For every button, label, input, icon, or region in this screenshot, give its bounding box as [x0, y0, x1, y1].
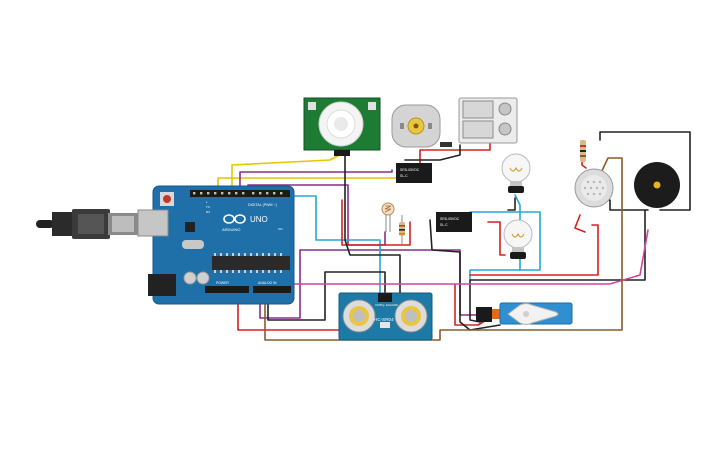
wire-red-2[interactable]: [341, 199, 411, 246]
buzzer-icon[interactable]: [634, 162, 680, 208]
ultrasonic-pin-gnd: GND: [392, 303, 398, 307]
resistor-mid[interactable]: [399, 215, 405, 244]
digital-header: [190, 190, 290, 197]
wire-purple-relay[interactable]: [239, 169, 393, 193]
power-jack: [148, 274, 176, 296]
servo-horn[interactable]: [507, 303, 559, 325]
photoresistor[interactable]: [381, 202, 395, 232]
resistor-top[interactable]: [580, 140, 586, 162]
bulb-icon: [503, 219, 533, 259]
tx-label: TX: [206, 205, 210, 209]
relay-2-text-1: SRD-05VDC: [440, 217, 460, 221]
relay-1-text-1: SRD-05VDC: [400, 168, 420, 172]
servo-motor[interactable]: [476, 302, 573, 325]
wire-red-4[interactable]: [487, 221, 506, 256]
ultrasonic-pin-vcc: VCC: [375, 303, 381, 307]
microphone-icon[interactable]: [574, 168, 614, 208]
wire-brown[interactable]: [264, 157, 623, 341]
ultrasonic-model: HC-SR04: [374, 317, 394, 322]
wire-red-5[interactable]: [469, 224, 599, 276]
arduino-board[interactable]: ARDUINO UNO DIGITAL (PWM ~) POWER ANALOG…: [137, 185, 295, 305]
wire-black-1[interactable]: [267, 271, 386, 321]
digital-label: DIGITAL (PWM ~): [248, 203, 277, 207]
dc-motor[interactable]: [391, 104, 441, 148]
relay-1[interactable]: SRD-05VDC SL-C: [396, 163, 432, 183]
ultrasonic-pin-trig: Trig: [380, 303, 385, 307]
bulb-icon: [501, 153, 531, 193]
wire-black-9[interactable]: [459, 284, 501, 331]
ultrasonic-pin-echo: Echo: [386, 303, 392, 307]
relay-2-text-2: SL-C: [440, 223, 448, 227]
atmega-chip: [212, 256, 290, 270]
wire-black-7[interactable]: [429, 219, 461, 284]
bulb-1[interactable]: [501, 153, 531, 193]
wire-red-3[interactable]: [419, 139, 491, 166]
wire-cyan-2[interactable]: [469, 211, 541, 281]
arduino-model: UNO: [250, 215, 268, 224]
battery-pack[interactable]: [440, 97, 518, 147]
relay-2[interactable]: SRD-05VDC SL-C: [436, 212, 472, 232]
bulb-2[interactable]: [503, 219, 533, 259]
wire-black-6[interactable]: [469, 209, 646, 323]
arduino-brand: ARDUINO: [222, 227, 240, 232]
relay-1-text-2: SL-C: [400, 174, 408, 178]
rx-label: RX: [206, 210, 210, 214]
l-label: L: [206, 200, 208, 204]
wire-black-3[interactable]: [404, 144, 461, 161]
analog-label: ANALOG IN: [258, 281, 277, 285]
wire-black-2[interactable]: [344, 149, 401, 297]
on-label: ON: [278, 227, 283, 231]
arduino-logo: [223, 214, 246, 224]
wire-cyan-1[interactable]: [289, 195, 381, 296]
usb-jack: [137, 209, 169, 237]
wire-red-6[interactable]: [574, 214, 586, 233]
usb-cable-icon: [36, 209, 138, 239]
analog-header: [253, 286, 291, 293]
power-label: POWER: [216, 281, 229, 285]
power-header: [205, 286, 249, 293]
ultrasonic-sensor[interactable]: HC-SR04 VCC Trig Echo GND: [338, 292, 433, 341]
wire-black-8[interactable]: [507, 197, 516, 211]
pir-sensor[interactable]: [303, 97, 381, 156]
wire-black-4[interactable]: [599, 131, 691, 211]
